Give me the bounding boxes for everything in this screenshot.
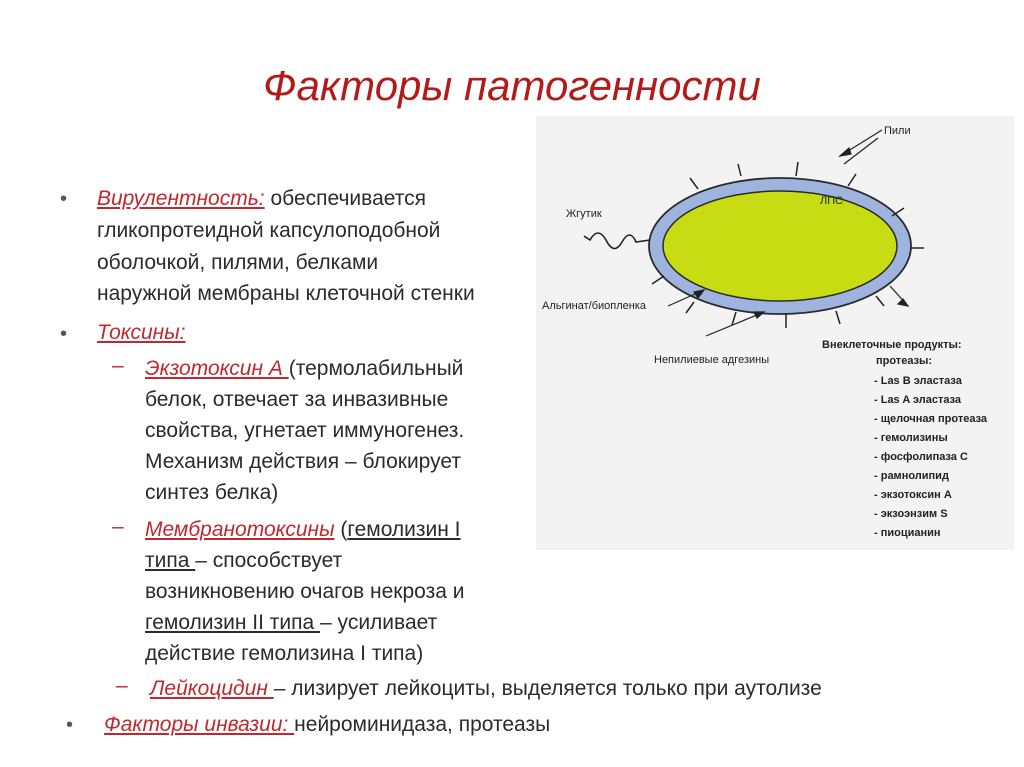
exotoxin-line-5: синтез белка) [145, 481, 279, 504]
leukocidin-rest: – лизирует лейкоциты, выделяется только … [273, 677, 822, 700]
bacterium-diagram-svg: Пили ЛПС Жгутик Альгинат/биопленка Непил… [542, 125, 988, 539]
label-alginate: Альгинат/биопленка [542, 300, 647, 312]
membrane-line-5: действие гемолизина I типа) [145, 642, 424, 665]
membrane-line-4: гемолизин II типа – усиливает [145, 608, 437, 638]
label-adhesins: Непилиевые адгезины [654, 354, 769, 366]
bullet-marker: • [60, 323, 68, 345]
virulence-text: Вирулентность: обеспечивается [97, 184, 426, 214]
label-products-title-1: Внеклеточные продукты: [822, 339, 962, 351]
virulence-line-3: оболочкой, пилями, белками [97, 251, 379, 274]
label-products-title-2: протеазы: [876, 355, 932, 367]
membrane-line-1: Мембранотоксины (гемолизин I [145, 515, 461, 545]
virulence-line-1: обеспечивается [270, 187, 426, 210]
virulence-line-4: наружной мембраны клеточной стенки [97, 282, 475, 305]
exotoxin-line-2: белок, отвечает за инвазивные [145, 388, 449, 411]
pointer-arrows [667, 129, 910, 337]
bacterium-diagram: Пили ЛПС Жгутик Альгинат/биопленка Непил… [536, 116, 1014, 550]
product-item: - экзоэнзим S [874, 508, 948, 520]
flagellum-shape [583, 232, 651, 250]
products-list: - Las B эластаза - Las A эластаза - щелочн… [874, 375, 988, 539]
hemolysin-2-term: гемолизин II типа [145, 611, 321, 634]
product-item: - Las B эластаза [874, 375, 963, 387]
dash-marker: – [112, 515, 124, 538]
membrane-line-2: типа – способствует [145, 546, 342, 576]
bullet-marker: • [60, 188, 68, 210]
label-flagellum: Жгутик [566, 208, 602, 220]
dash-marker: – [116, 674, 128, 697]
exotoxin-line-3: свойства, угнетает иммуногенез. [145, 419, 465, 442]
exotoxin-line-1: (термолабильный [288, 357, 464, 380]
label-lps: ЛПС [820, 195, 843, 207]
hemolysin-1-type: типа [145, 549, 196, 572]
membrane-line-4-rest: – усиливает [320, 611, 438, 634]
membrane-term: Мембранотоксины [145, 518, 335, 541]
bullet-marker: • [66, 714, 74, 736]
exotoxin-text: Экзотоксин А (термолабильный [145, 354, 463, 384]
invasion-term: Факторы инвазии: [104, 713, 295, 736]
membrane-paren: ( [334, 518, 348, 541]
hemolysin-1-term: гемолизин I [347, 518, 461, 541]
exotoxin-term: Экзотоксин А [145, 357, 289, 380]
virulence-line-2: гликопротеидной капсулоподобной [97, 219, 441, 242]
product-item: - Las A эластаза [874, 394, 962, 406]
leukocidin-term: Лейкоцидин [150, 677, 274, 700]
product-item: - экзотоксин А [874, 489, 952, 501]
product-item: - пиоцианин [874, 527, 941, 539]
cell-body-shape [662, 190, 898, 302]
toxins-term: Токсины: [97, 321, 186, 344]
product-item: - гемолизины [874, 432, 948, 444]
dash-marker: – [112, 354, 124, 377]
invasion-text: Факторы инвазии: нейроминидаза, протеазы [104, 710, 550, 740]
leukocidin-text: Лейкоцидин – лизирует лейкоциты, выделяе… [150, 674, 822, 704]
invasion-rest: нейроминидаза, протеазы [294, 713, 551, 736]
product-item: - щелочная протеаза [874, 413, 988, 425]
product-item: - рамнолипид [874, 470, 949, 482]
pili-ticks [651, 161, 924, 328]
membrane-line-2-rest: – способствует [195, 549, 343, 572]
membrane-line-3: возникновению очагов некроза и [145, 580, 465, 603]
product-item: - фосфолипаза С [874, 451, 968, 463]
exotoxin-line-4: Механизм действия – блокирует [145, 450, 461, 473]
virulence-term: Вирулентность: [97, 187, 265, 210]
slide-title: Факторы патогенности [263, 62, 761, 109]
label-pili: Пили [884, 125, 911, 137]
